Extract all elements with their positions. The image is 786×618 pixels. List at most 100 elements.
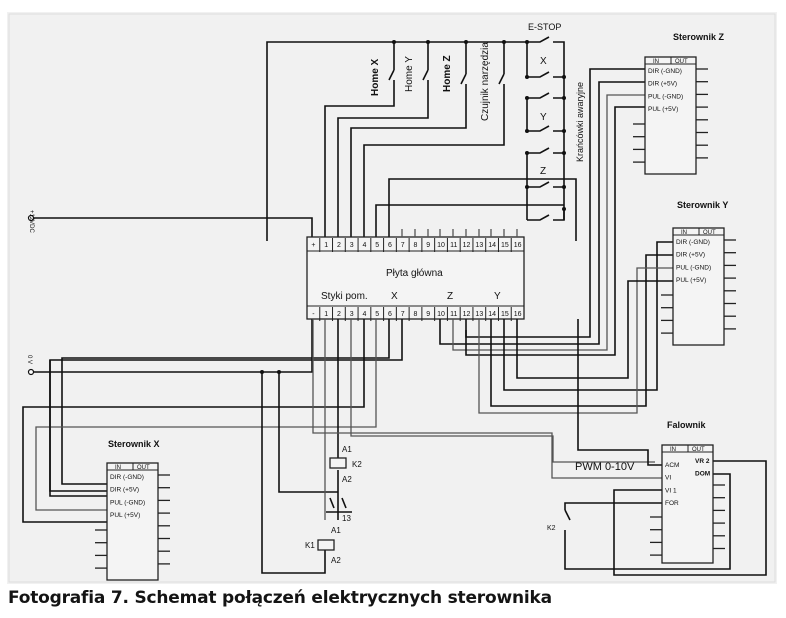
inverter-in-pin-1: VI bbox=[665, 475, 671, 482]
inverter-out-pin-0: VR 2 bbox=[695, 458, 710, 465]
wire-x-pul-5v bbox=[22, 319, 365, 523]
main-board-title: Płyta główna bbox=[386, 268, 443, 279]
group-z-label: Z bbox=[447, 291, 453, 302]
home-x-label: Home X bbox=[370, 58, 381, 96]
driver-y-out-header: OUT bbox=[703, 230, 716, 236]
inverter-in-pin-2: VI 1 bbox=[665, 487, 677, 494]
wire-x-dir-gnd bbox=[61, 319, 390, 485]
power-plus-label: +12VDC bbox=[28, 210, 34, 234]
top-pin-14: 14 bbox=[488, 242, 496, 249]
inverter-title: Falownik bbox=[667, 420, 706, 430]
top-pin-power: + bbox=[311, 242, 315, 249]
inverter-in-pin-3: FOR bbox=[665, 500, 679, 507]
k2-inverter-switch bbox=[564, 509, 571, 521]
k2-a1-label: A1 bbox=[342, 445, 352, 454]
k2-a2-label: A2 bbox=[342, 475, 352, 484]
contact-13-label: 13 bbox=[342, 514, 351, 523]
driver-y-pin-2: PUL (-GND) bbox=[676, 264, 711, 271]
bottom-pin-11: 11 bbox=[450, 311, 457, 318]
driver-z-in-header: IN bbox=[653, 59, 659, 65]
top-pin-5: 5 bbox=[375, 242, 379, 249]
bottom-pin-10: 10 bbox=[437, 311, 445, 318]
power-minus-terminal: 0 V bbox=[26, 317, 313, 376]
wire-z-pul-gnd bbox=[452, 94, 645, 351]
bottom-pin-8: 8 bbox=[414, 311, 418, 318]
driver-x-pin-0: DIR (-GND) bbox=[110, 474, 144, 481]
k2-contacts bbox=[326, 497, 352, 513]
bottom-pin-power: - bbox=[312, 311, 315, 318]
top-pin-8: 8 bbox=[414, 242, 418, 249]
bottom-pin-12: 12 bbox=[463, 311, 471, 318]
top-pin-13: 13 bbox=[475, 242, 483, 249]
relay-k2-coil bbox=[329, 457, 347, 469]
bottom-pin-16: 16 bbox=[514, 311, 522, 318]
wire-z-pul-5v bbox=[465, 106, 645, 356]
pwm-label: PWM 0-10V bbox=[575, 461, 635, 473]
group-x-label: X bbox=[391, 291, 398, 302]
relay-wiring bbox=[260, 319, 655, 574]
wire-y-pul-5v bbox=[516, 280, 673, 379]
top-pin-9: 9 bbox=[426, 242, 430, 249]
top-pin-10: 10 bbox=[437, 242, 445, 249]
estop-label: E-STOP bbox=[528, 22, 561, 32]
wire-z-dir-5v bbox=[439, 81, 645, 345]
driver-x-in-header: IN bbox=[115, 465, 121, 471]
top-pin-2: 2 bbox=[337, 242, 341, 249]
home-y-label: Home Y bbox=[404, 56, 415, 92]
group-y-label: Y bbox=[494, 291, 501, 302]
driver-z-out-header: OUT bbox=[675, 59, 688, 65]
bottom-pin-14: 14 bbox=[488, 311, 496, 318]
driver-x-title: Sterownik X bbox=[108, 439, 160, 449]
relay-k1-coil bbox=[317, 539, 335, 551]
driver-y-pin-0: DIR (-GND) bbox=[676, 239, 710, 246]
driver-z-pin-2: PUL (-GND) bbox=[648, 93, 683, 100]
bottom-pin-2: 2 bbox=[337, 311, 341, 318]
inverter-box bbox=[661, 444, 714, 564]
inverter-in-header: IN bbox=[670, 447, 676, 453]
estop-axis-x-label: X bbox=[540, 56, 547, 67]
driver-y-pin-1: DIR (+5V) bbox=[676, 252, 705, 259]
driver-z-pin-3: PUL (+5V) bbox=[648, 106, 678, 113]
estop-axis-z-label: Z bbox=[540, 166, 546, 177]
wire-y-dir-gnd bbox=[503, 241, 673, 391]
k1-a2-label: A2 bbox=[331, 556, 341, 565]
wire-y-pul-gnd bbox=[478, 267, 673, 414]
driver-z-pin-1: DIR (+5V) bbox=[648, 81, 677, 88]
limit-switch-chain bbox=[375, 36, 577, 241]
power-minus-label: 0 V bbox=[26, 355, 32, 364]
figure-caption: Fotografia 7. Schemat połączeń elektrycz… bbox=[8, 588, 552, 608]
wire-pwm-vi bbox=[312, 319, 662, 479]
k1-a1-label: A1 bbox=[331, 526, 341, 535]
top-bus-wire bbox=[266, 41, 527, 241]
limit-switches-label: Krańcówki awaryjne bbox=[575, 82, 585, 162]
wire-dom-for bbox=[564, 473, 731, 570]
k2-switch-label: K2 bbox=[547, 525, 556, 532]
top-pin-11: 11 bbox=[450, 242, 457, 249]
top-pin-6: 6 bbox=[388, 242, 392, 249]
bottom-pin-5: 5 bbox=[375, 311, 379, 318]
top-pin-15: 15 bbox=[501, 242, 509, 249]
bottom-pin-1: 1 bbox=[324, 311, 328, 318]
driver-x-pin-3: PUL (+5V) bbox=[110, 512, 140, 519]
inverter-in-pin-0: ACM bbox=[665, 462, 679, 469]
estop-axis-y-label: Y bbox=[540, 112, 547, 123]
home-switches bbox=[324, 40, 506, 241]
driver-y-pin-3: PUL (+5V) bbox=[676, 277, 706, 284]
driver-x-pin-1: DIR (+5V) bbox=[110, 487, 139, 494]
driver-z-box bbox=[644, 56, 697, 175]
bottom-pin-7: 7 bbox=[401, 311, 405, 318]
bottom-pin-15: 15 bbox=[501, 311, 509, 318]
bottom-pin-4: 4 bbox=[362, 311, 366, 318]
group-aux-label: Styki pom. bbox=[321, 291, 368, 302]
wire-x-aux bbox=[49, 360, 107, 492]
top-pin-7: 7 bbox=[401, 242, 405, 249]
